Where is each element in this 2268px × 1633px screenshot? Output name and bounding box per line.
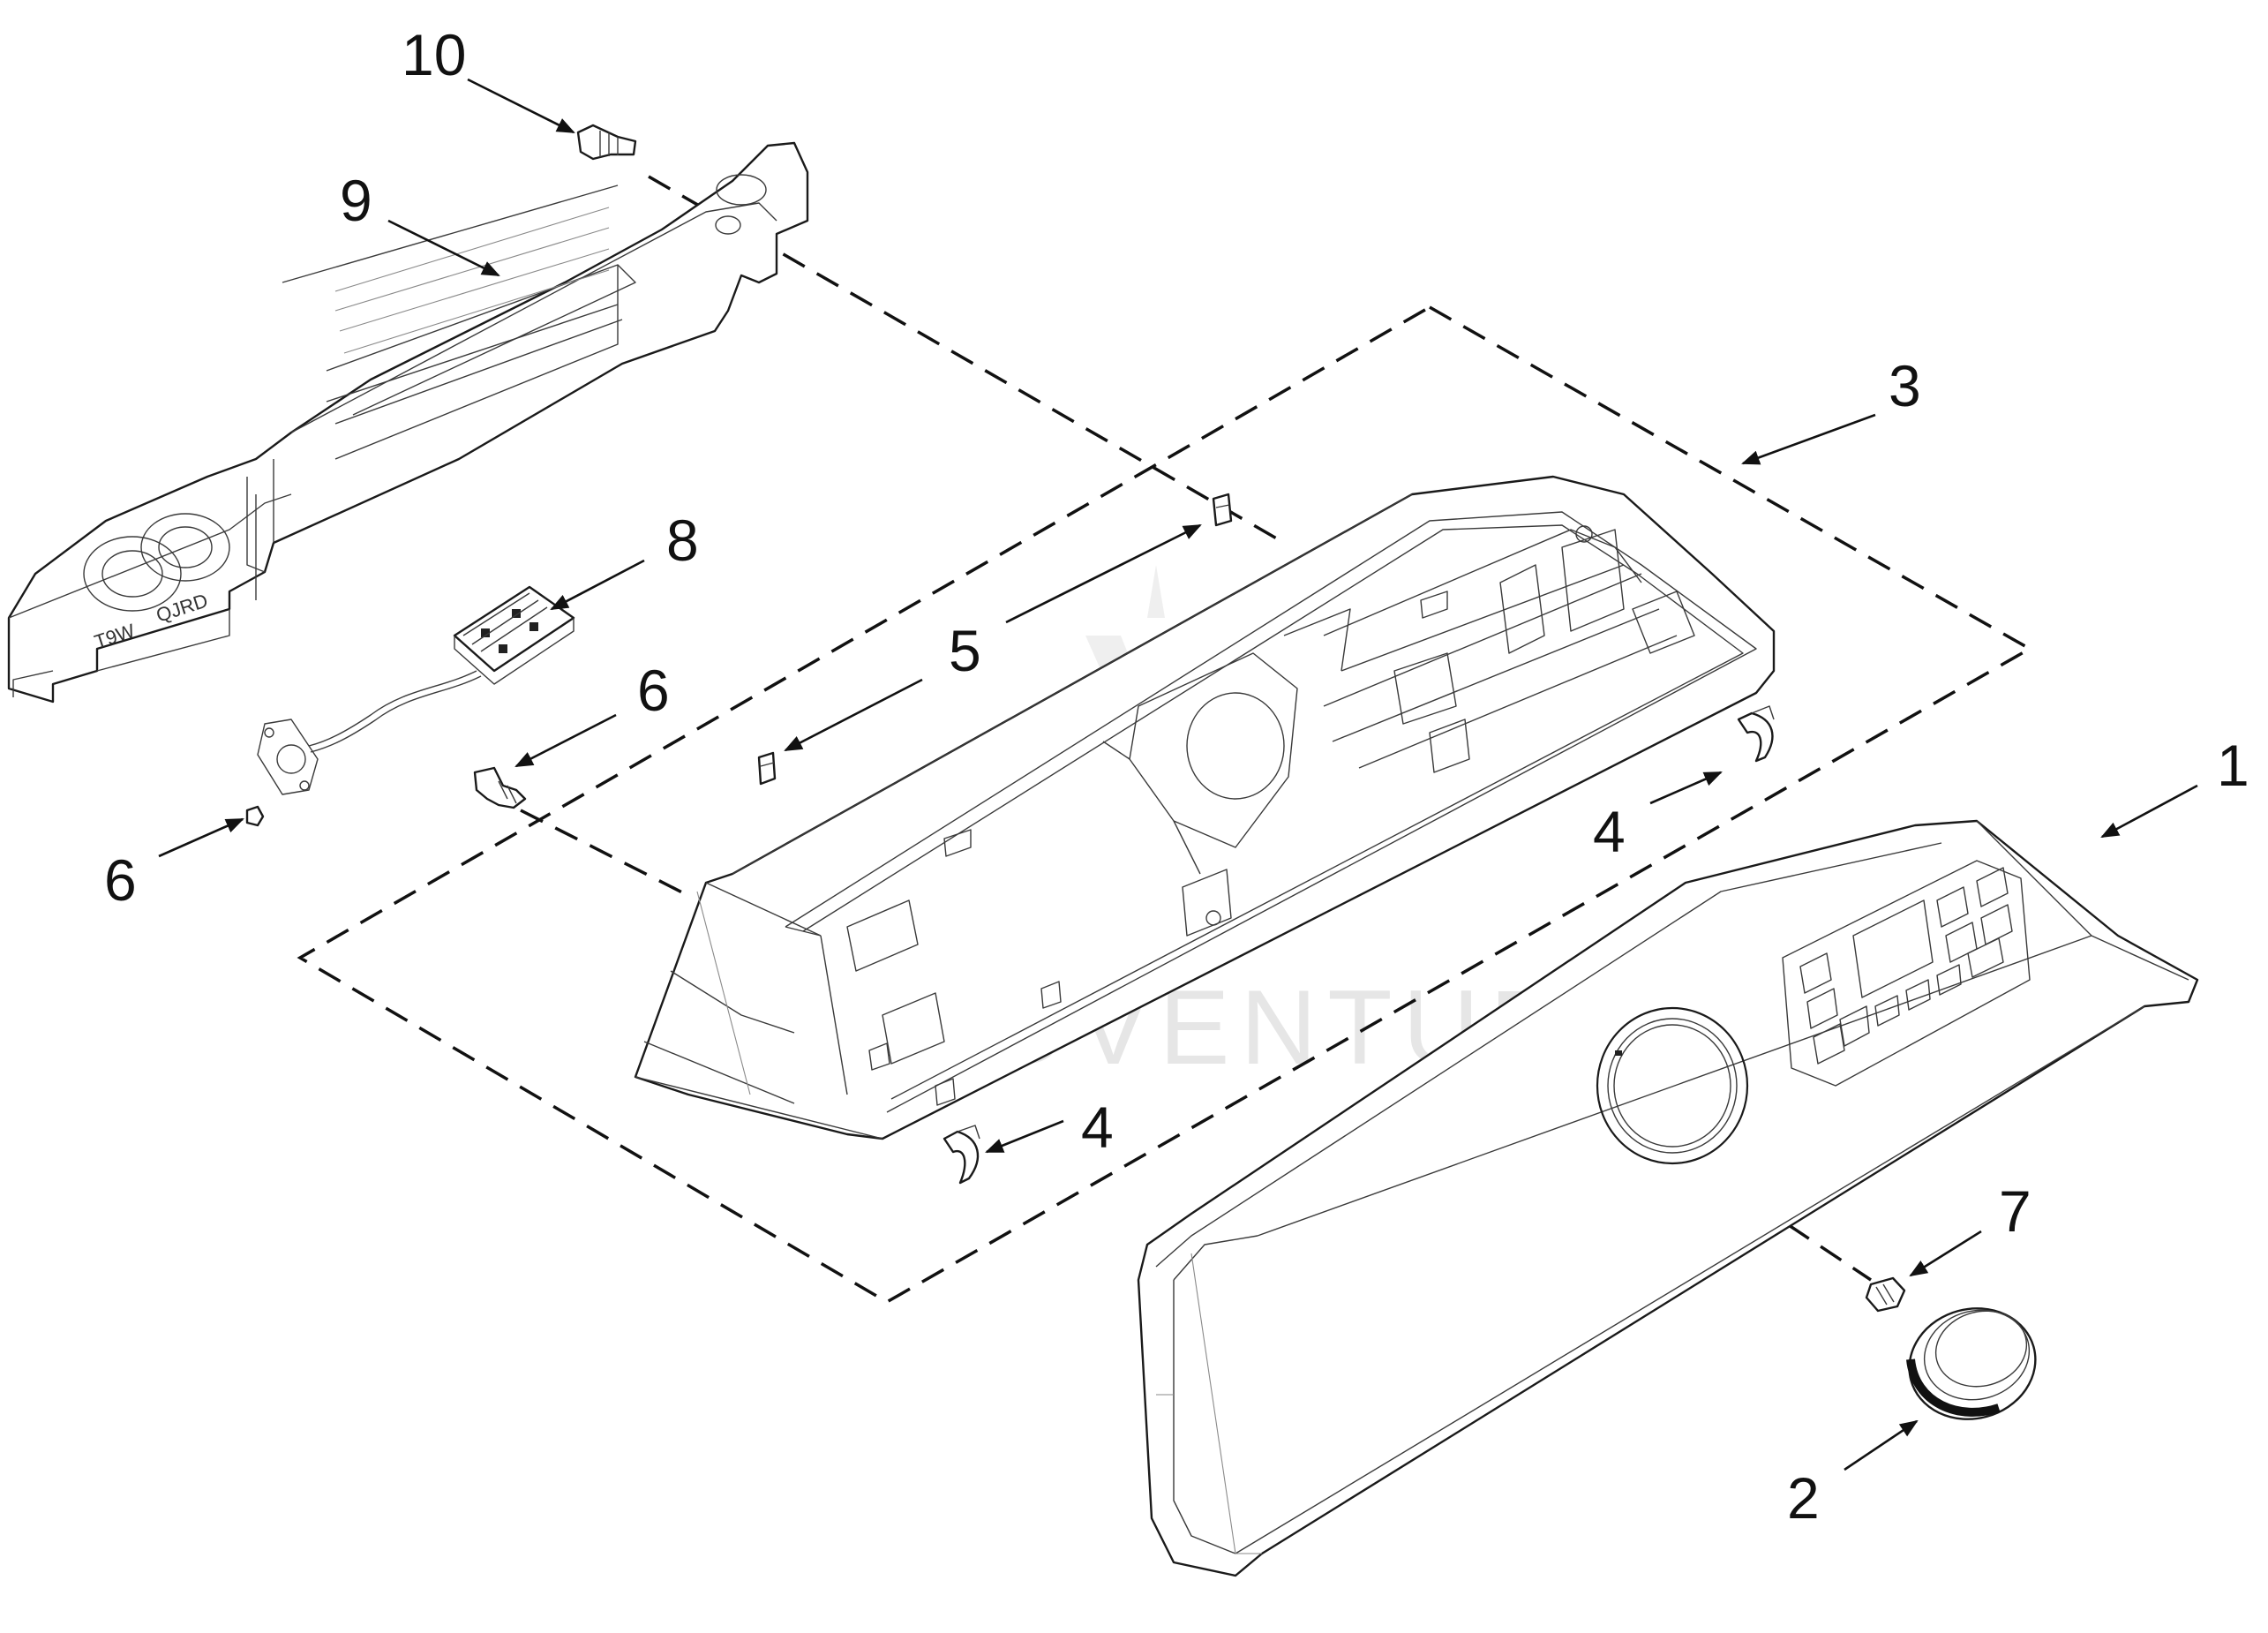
part-2-knob: [1906, 1307, 2037, 1420]
part-10-screw: [576, 124, 637, 161]
part-8-control-board: [257, 585, 575, 795]
callout-labels: 1 2 3 4 4 5 6 6 7 8 9 10: [104, 22, 2249, 1531]
part-5-clip-upper: [1212, 493, 1233, 527]
assembly-3-boundary: [297, 305, 2033, 1305]
part-1-control-panel: [1137, 819, 2199, 1577]
callout-1: 1: [2217, 733, 2249, 798]
part-3-console-frame: [634, 475, 1776, 1140]
part-6-screw-small: [245, 805, 265, 827]
part-5-clip-lower: [757, 751, 777, 786]
leader-8: [550, 559, 645, 611]
leader-6a: [514, 713, 617, 768]
leader-arrows: [158, 78, 2198, 1471]
callout-6b: 6: [104, 847, 137, 913]
leader-3: [1741, 413, 1876, 465]
leader-10: [467, 78, 575, 134]
part-7-knob-insert: [1865, 1276, 1906, 1313]
callout-10: 10: [402, 22, 466, 87]
callout-4b: 4: [1081, 1095, 1114, 1160]
callout-2: 2: [1787, 1465, 1820, 1531]
leader-4a: [1649, 771, 1723, 805]
part-4-clip-right: [1737, 705, 1775, 763]
leader-1: [2100, 784, 2198, 839]
leader-5a: [1005, 523, 1202, 624]
leader-7: [1909, 1230, 1982, 1277]
leader-5b: [784, 678, 923, 752]
leader-4b: [985, 1119, 1064, 1154]
callout-7: 7: [1999, 1178, 2031, 1244]
callout-3: 3: [1889, 353, 1921, 418]
leader-6b: [158, 817, 244, 858]
callout-8: 8: [666, 508, 699, 573]
callout-6a: 6: [637, 658, 670, 723]
callout-5: 5: [949, 618, 981, 683]
part-6-screw-large: [473, 766, 527, 809]
part-4-clip-left: [942, 1125, 980, 1185]
part-9-rear-panel: T9W QJRD: [7, 141, 809, 704]
leader-9: [387, 219, 500, 277]
leader-2: [1844, 1419, 1919, 1471]
callout-9: 9: [340, 168, 372, 233]
screw-axis-line-6: [520, 809, 685, 895]
callout-4a: 4: [1593, 799, 1626, 864]
